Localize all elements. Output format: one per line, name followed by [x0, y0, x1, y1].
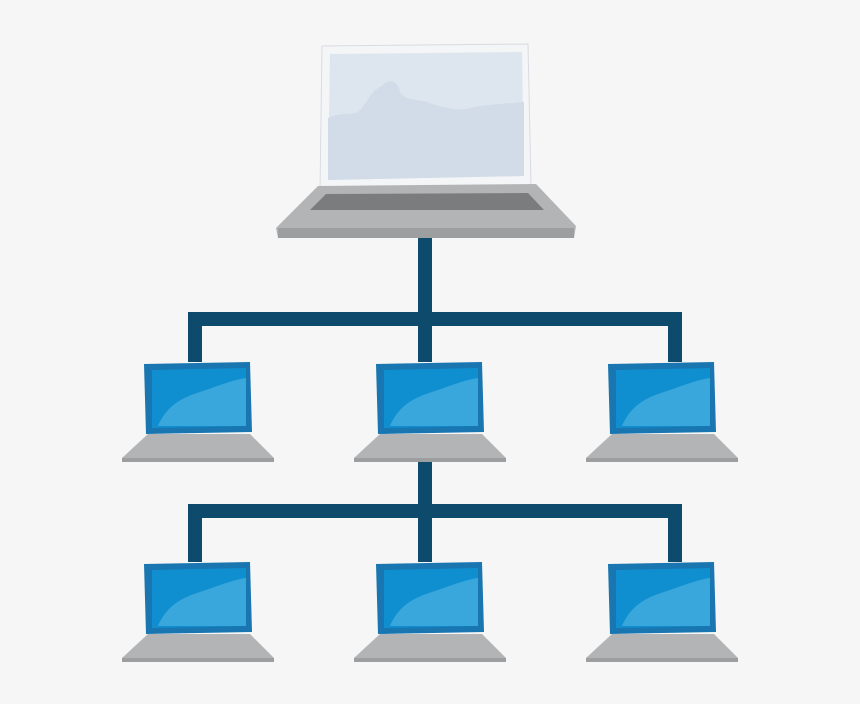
level1-drop-left — [188, 312, 202, 362]
level2-drop-right — [668, 504, 682, 562]
root-laptop-screen-pattern — [328, 81, 524, 180]
level2-node1-screen-highlight — [158, 578, 246, 626]
root-trunk-line — [418, 238, 432, 324]
level2-node1-base — [122, 634, 274, 662]
level1-node1-base — [122, 434, 274, 462]
root-laptop-lip — [278, 228, 574, 238]
level2-node3-base-lip — [586, 658, 738, 662]
level2-node3-base — [586, 634, 738, 662]
child-laptops — [122, 362, 738, 662]
level2-node3-laptop-icon — [586, 562, 738, 662]
level1-node3-screen-highlight — [622, 378, 710, 426]
level1-node2-laptop-icon — [354, 362, 506, 462]
level2-node2-base — [354, 634, 506, 662]
level2-node2-screen-highlight — [390, 578, 478, 626]
connector-lines — [188, 238, 682, 562]
level2-drop-center — [418, 504, 432, 562]
level2-node1-laptop-icon — [122, 562, 274, 662]
level2-bus-line — [188, 504, 682, 518]
level1-node2-base — [354, 434, 506, 462]
level1-node3-laptop-icon — [586, 362, 738, 462]
level1-node3-base — [586, 434, 738, 462]
level1-node2-screen-highlight — [390, 378, 478, 426]
root-laptop-icon — [276, 43, 576, 238]
level2-node2-laptop-icon — [354, 562, 506, 662]
level1-node1-screen-highlight — [158, 378, 246, 426]
level2-node2-base-lip — [354, 658, 506, 662]
level2-node1-base-lip — [122, 658, 274, 662]
root-laptop-keyboard — [310, 193, 544, 210]
level1-node2-base-lip — [354, 458, 506, 462]
level2-node3-screen-highlight — [622, 578, 710, 626]
level1-node3-base-lip — [586, 458, 738, 462]
level1-node1-laptop-icon — [122, 362, 274, 462]
level2-drop-left — [188, 504, 202, 562]
level1-bus-line — [188, 312, 682, 326]
level1-node1-base-lip — [122, 458, 274, 462]
level1-drop-right — [668, 312, 682, 362]
level1-drop-center — [418, 312, 432, 362]
